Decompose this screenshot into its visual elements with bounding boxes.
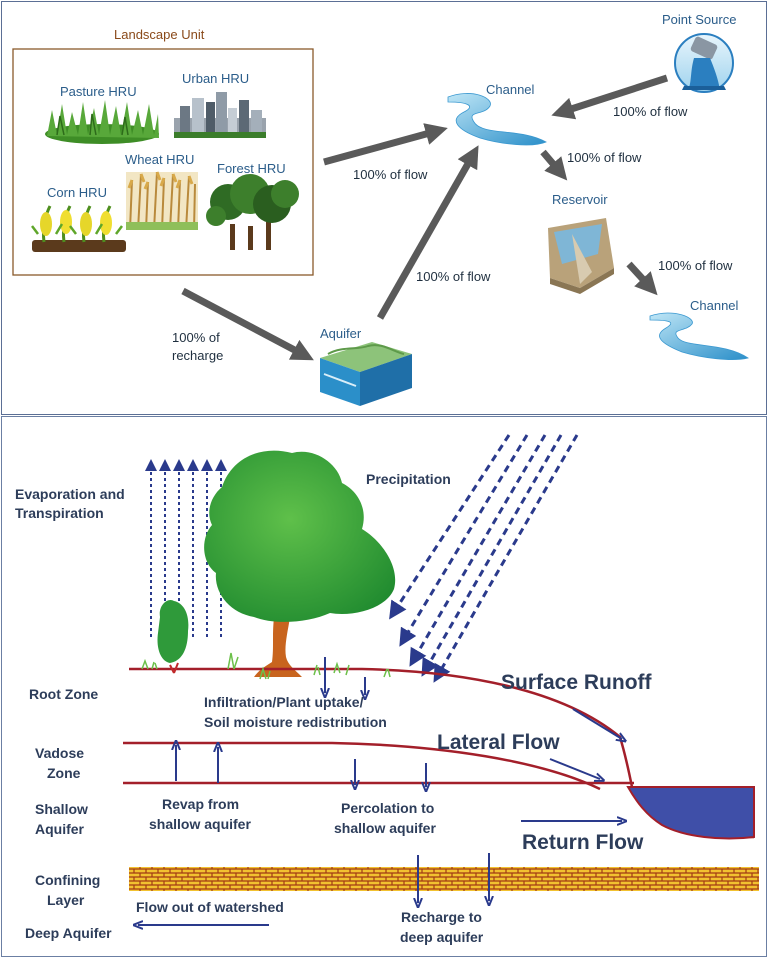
reservoir-dam-icon (548, 218, 614, 294)
root-zone-label: Root Zone (29, 686, 99, 702)
infiltration-label-line1: Infiltration/Plant uptake/ (204, 694, 364, 710)
flow-label-aquifer-channel: 100% of flow (416, 269, 491, 284)
recharge-deep-label-line2: deep aquifer (400, 929, 484, 945)
precipitation-dashes (389, 434, 579, 683)
shallow-aquifer-label-line1: Shallow (35, 801, 88, 817)
percolation-label-line2: shallow aquifer (334, 820, 436, 836)
revap-label-line2: shallow aquifer (149, 816, 251, 832)
reservoir-label: Reservoir (552, 192, 608, 207)
landscape-unit-label: Landscape Unit (114, 27, 205, 42)
recharge-label-line1: 100% of (172, 330, 220, 345)
forest-hru-label: Forest HRU (217, 161, 286, 176)
forest-trees-icon (206, 174, 299, 250)
flow-label-reservoir-channel: 100% of flow (658, 258, 733, 273)
percolation-label-line1: Percolation to (341, 800, 435, 816)
point-source-pipe-icon (674, 33, 734, 93)
urban-skyline-icon (174, 92, 266, 138)
arrow-aquifer-to-channel (376, 145, 479, 320)
confining-layer-label-line2: Layer (47, 892, 85, 908)
corn-hru-label: Corn HRU (47, 185, 107, 200)
pasture-hru-label: Pasture HRU (60, 84, 137, 99)
arrow-landscape-to-aquifer (181, 287, 314, 361)
small-red-plant-icon (169, 662, 179, 674)
precipitation-label: Precipitation (366, 471, 451, 487)
aquifer-label: Aquifer (320, 326, 362, 341)
lateral-flow-label: Lateral Flow (437, 731, 560, 754)
hydrologic-cycle-diagram: Evaporation and Transpiration Precipitat… (1, 416, 767, 957)
return-flow-label: Return Flow (522, 831, 644, 854)
channel-river-icon (447, 93, 547, 146)
corn-field-icon (31, 205, 126, 252)
deep-aquifer-label: Deep Aquifer (25, 925, 112, 941)
evaporation-label-line1: Evaporation and (15, 486, 125, 502)
recharge-label-line2: recharge (172, 348, 224, 363)
infiltration-label-line2: Soil moisture redistribution (204, 714, 387, 730)
confining-layer-label-line1: Confining (35, 872, 101, 888)
urban-hru-label: Urban HRU (182, 71, 250, 86)
tree-icon (204, 450, 396, 677)
bush-icon (157, 599, 189, 663)
lateral-flow-arrow (549, 758, 600, 779)
surface-runoff-arrow (572, 708, 622, 739)
point-source-label: Point Source (662, 12, 737, 27)
channel-2-label: Channel (690, 298, 739, 313)
vadose-top-line (123, 741, 601, 791)
flow-label-point-channel: 100% of flow (613, 104, 688, 119)
wheat-field-icon (126, 171, 198, 231)
stream-water (626, 786, 755, 840)
channel-river-icon-2 (649, 312, 749, 360)
arrow-channel-to-reservoir (540, 149, 568, 181)
revap-label-line1: Revap from (162, 796, 240, 812)
grass-tufts (141, 652, 391, 680)
flow-label-channel-reservoir: 100% of flow (567, 150, 642, 165)
vadose-zone-label-line2: Zone (47, 765, 81, 781)
arrow-landscape-to-channel (323, 123, 448, 166)
wheat-hru-label: Wheat HRU (125, 152, 195, 167)
confining-layer-bricks (129, 867, 759, 891)
flow-out-label: Flow out of watershed (136, 899, 284, 915)
evaporation-label-line2: Transpiration (15, 505, 104, 521)
surface-runoff-label: Surface Runoff (501, 671, 652, 694)
arrow-reservoir-to-channel (626, 261, 658, 296)
routing-graphics (12, 33, 749, 406)
aquifer-block-icon (320, 342, 412, 406)
vadose-zone-label-line1: Vadose (35, 745, 85, 761)
shallow-aquifer-label-line2: Aquifer (35, 821, 84, 837)
arrow-point-source-to-channel (551, 74, 669, 120)
swat-routing-diagram: Landscape Unit Pasture HRU Urban HRU Whe… (1, 1, 767, 415)
hydrologic-graphics (123, 434, 759, 958)
flow-label-landscape-channel: 100% of flow (353, 167, 428, 182)
pasture-grass-icon (45, 100, 159, 144)
channel-label: Channel (486, 82, 535, 97)
recharge-deep-label-line1: Recharge to (401, 909, 482, 925)
